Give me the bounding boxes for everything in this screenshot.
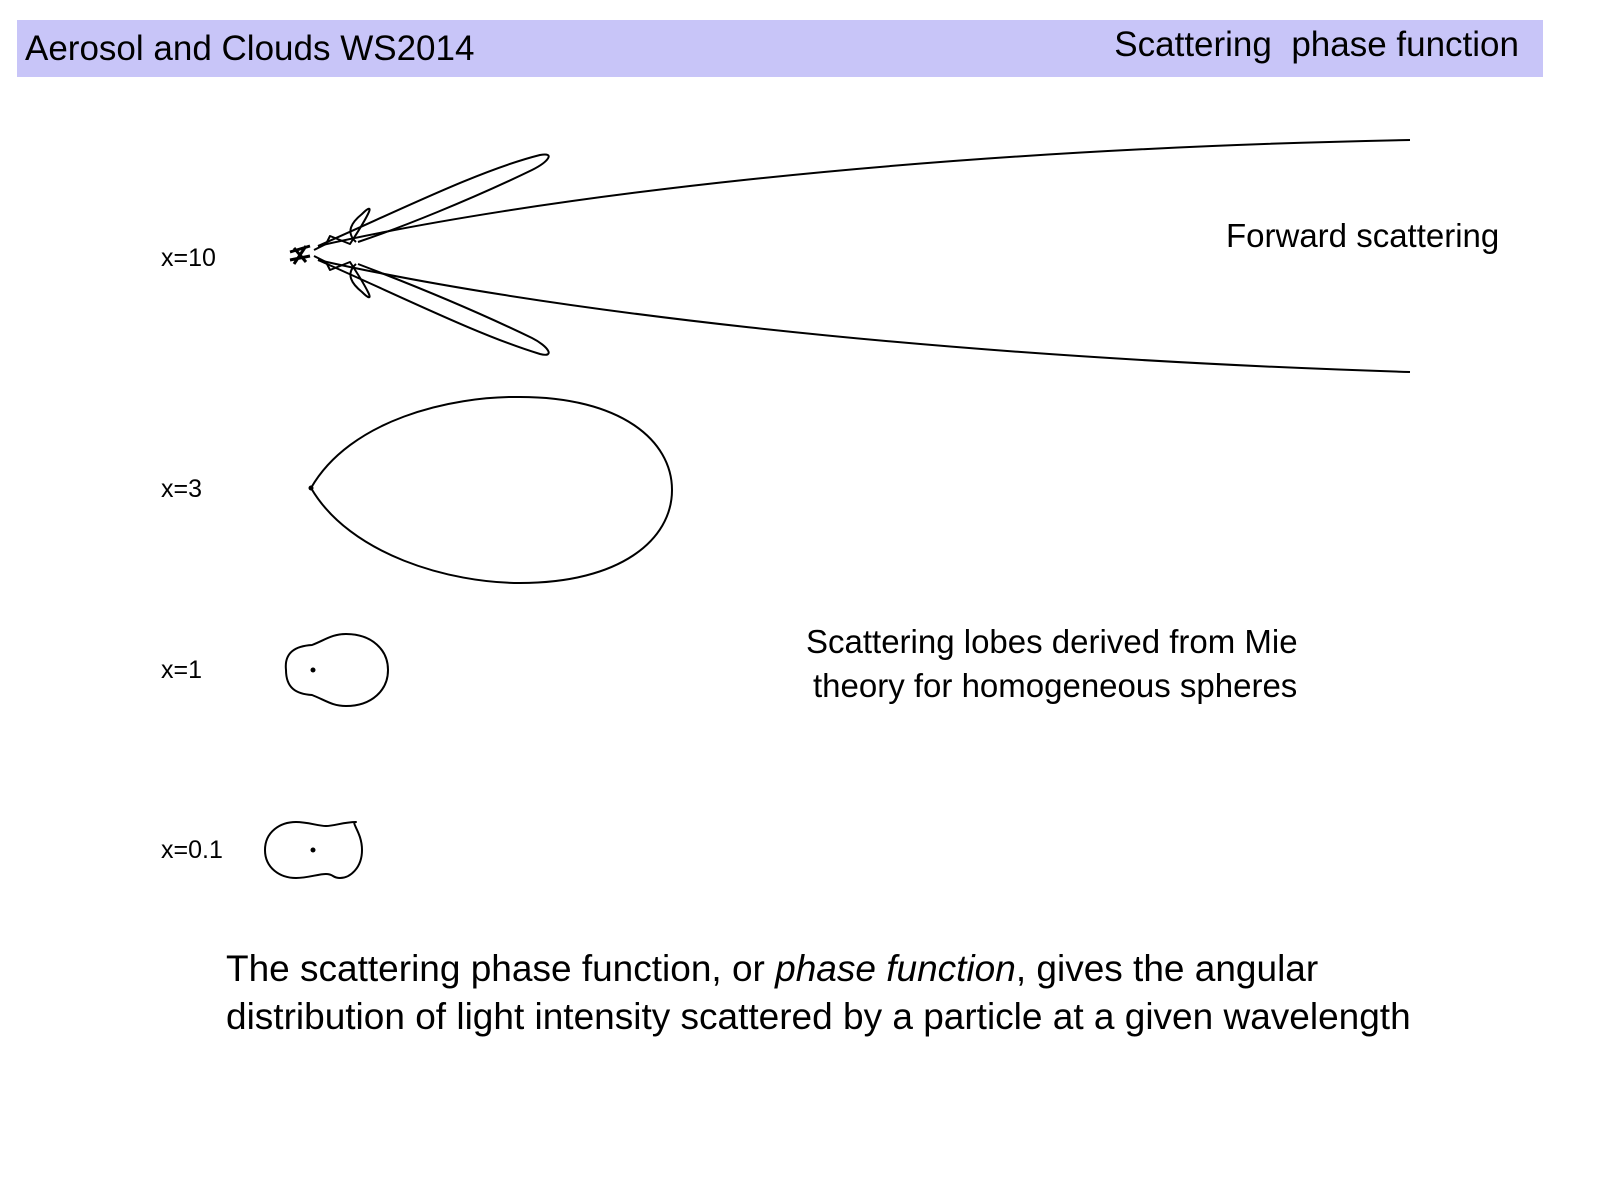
- caption-part1: The scattering phase function, or: [226, 948, 776, 989]
- particle-dot-x3: [308, 485, 314, 491]
- lobe-x3: [310, 395, 673, 584]
- lobe-label-x3: x=3: [161, 475, 203, 503]
- particle-dot-x0-1: [310, 847, 316, 853]
- forward-scattering-label: Forward scattering: [1226, 217, 1500, 254]
- lobe-x10-side-lower: [317, 259, 550, 356]
- caption-emphasis: phase function: [775, 948, 1016, 989]
- lobe-label-x1: x=1: [161, 656, 203, 684]
- mie-note-line2: theory for homogeneous spheres: [813, 667, 1298, 704]
- header-bar: Aerosol and Clouds WS2014 Scattering pha…: [17, 20, 1543, 77]
- lobe-x0-1: [264, 821, 363, 879]
- mie-note-line1: Scattering lobes derived from Mie: [806, 623, 1298, 660]
- course-title: Aerosol and Clouds WS2014: [25, 29, 475, 68]
- lobe-x10-minor-lower: [313, 255, 371, 299]
- caption-part2: , gives the angular distribution of ligh…: [226, 948, 1411, 1037]
- lobe-label-x0-1: x=0.1: [161, 836, 223, 864]
- lobe-x1: [284, 633, 389, 707]
- slide-title: Scattering phase function: [1114, 25, 1519, 64]
- lobe-x10-minor-upper: [313, 207, 371, 251]
- lobe-x10-forward-lower: [317, 259, 1411, 373]
- caption-text: The scattering phase function, or phase …: [226, 945, 1426, 1041]
- lobe-label-x10: x=10: [161, 244, 216, 272]
- lobe-x10-forward: [317, 139, 1411, 247]
- lobe-x10-backscatter: [289, 244, 311, 265]
- lobe-x10-side-upper: [317, 153, 550, 247]
- particle-dot-x1: [310, 667, 316, 673]
